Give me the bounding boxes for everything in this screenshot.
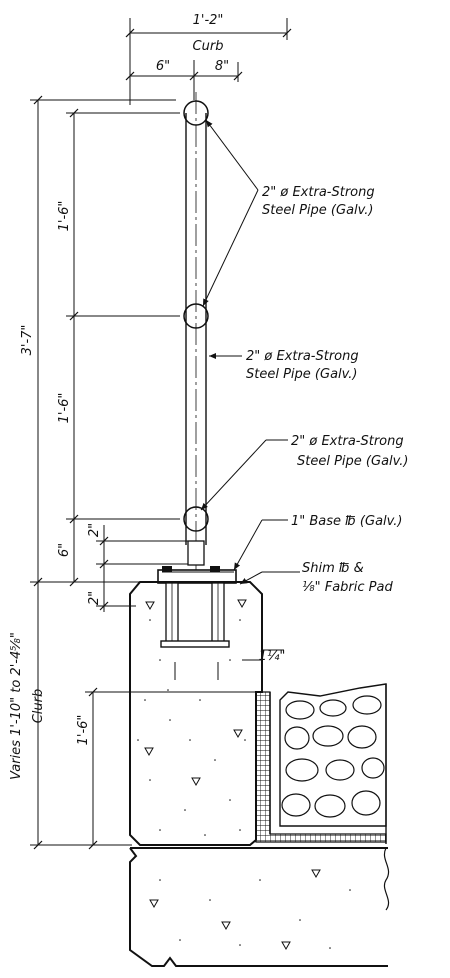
curb-height-label: Varies 1'-10" to 2'-4⅝" [9,632,24,780]
top-dimensions: 1'-2" Curb 6" 8" [125,13,292,105]
drainage-fill [255,683,387,844]
middle-spacing-label: 1'-6" [57,393,72,424]
base-plate-callout: 1" Base ℔ (Galv.) [291,514,403,529]
plate-gap-label: 2" [87,523,102,537]
deck-slab [129,847,390,967]
curb-width-label: Curb [193,39,224,54]
vertical-dimensions: 3'-7" 1'-6" 1'-6" 6" 2" 2" Varies 1'-10" [9,95,262,850]
middle-rail-pipe [183,303,209,329]
mid-pipe-callout-line1: 2" ø Extra-Strong [246,349,359,364]
low-pipe-callout-line2: Steel Pipe (Galv.) [297,454,408,469]
top-rail-pipe [183,100,209,126]
bottom-rail-pipe [183,506,209,532]
low-pipe-callout-line1: 2" ø Extra-Strong [291,434,404,449]
curb-reveal-label: 1¼" [259,649,286,664]
top-pipe-callout-line1: 2" ø Extra-Strong [262,185,375,200]
curb-top-drop-label: 2" [87,591,102,605]
upper-spacing-label: 1'-6" [57,201,72,232]
base-plate-assembly [157,566,237,680]
lower-spacing-label: 1'-6" [76,715,91,746]
mid-pipe-callout-line2: Steel Pipe (Galv.) [246,367,357,382]
overall-width-label: 1'-2" [193,13,224,28]
top-pipe-callout-line2: Steel Pipe (Galv.) [262,203,373,218]
rail-post [183,92,209,575]
right-offset-label: 8" [215,59,229,74]
callouts: 2" ø Extra-Strong Steel Pipe (Galv.) 2" … [246,185,408,595]
total-height-label: 3'-7" [20,325,35,356]
shim-callout-line1: Shim ℔ & [302,561,364,576]
bottom-clear-label: 6" [57,543,72,557]
curb-height-sublabel: Clurb [31,689,46,724]
callout-leaders [200,119,300,585]
left-offset-label: 6" [156,59,170,74]
shim-callout-line2: ⅛" Fabric Pad [302,580,393,595]
